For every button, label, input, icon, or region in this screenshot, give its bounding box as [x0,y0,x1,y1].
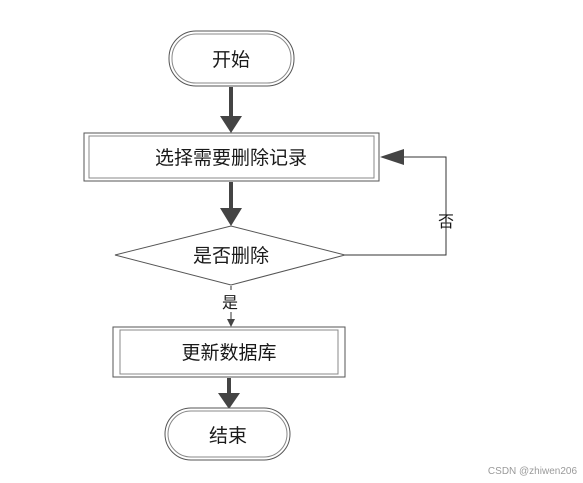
end-node: 结束 [164,407,291,461]
arrow-no-loop [345,149,447,256]
decision-delete-label: 是否删除 [193,245,269,267]
end-node-label: 结束 [209,425,247,447]
start-node-label: 开始 [212,49,250,71]
arrow-update-to-end [218,378,240,409]
decision-delete: 是否删除 [114,225,347,286]
process-select-record: 选择需要删除记录 [83,132,380,182]
yes-branch-label: 是 [222,293,238,312]
arrow-yes [227,286,235,327]
no-branch-label: 否 [438,212,454,231]
start-node: 开始 [168,30,295,87]
arrow-select-to-decision [220,182,242,226]
process-update-database-label: 更新数据库 [181,342,276,364]
arrow-start-to-select [220,87,242,133]
watermark-text: CSDN @zhiwen206 [487,466,577,477]
process-select-record-label: 选择需要删除记录 [155,147,307,169]
process-update-database: 更新数据库 [112,326,346,378]
